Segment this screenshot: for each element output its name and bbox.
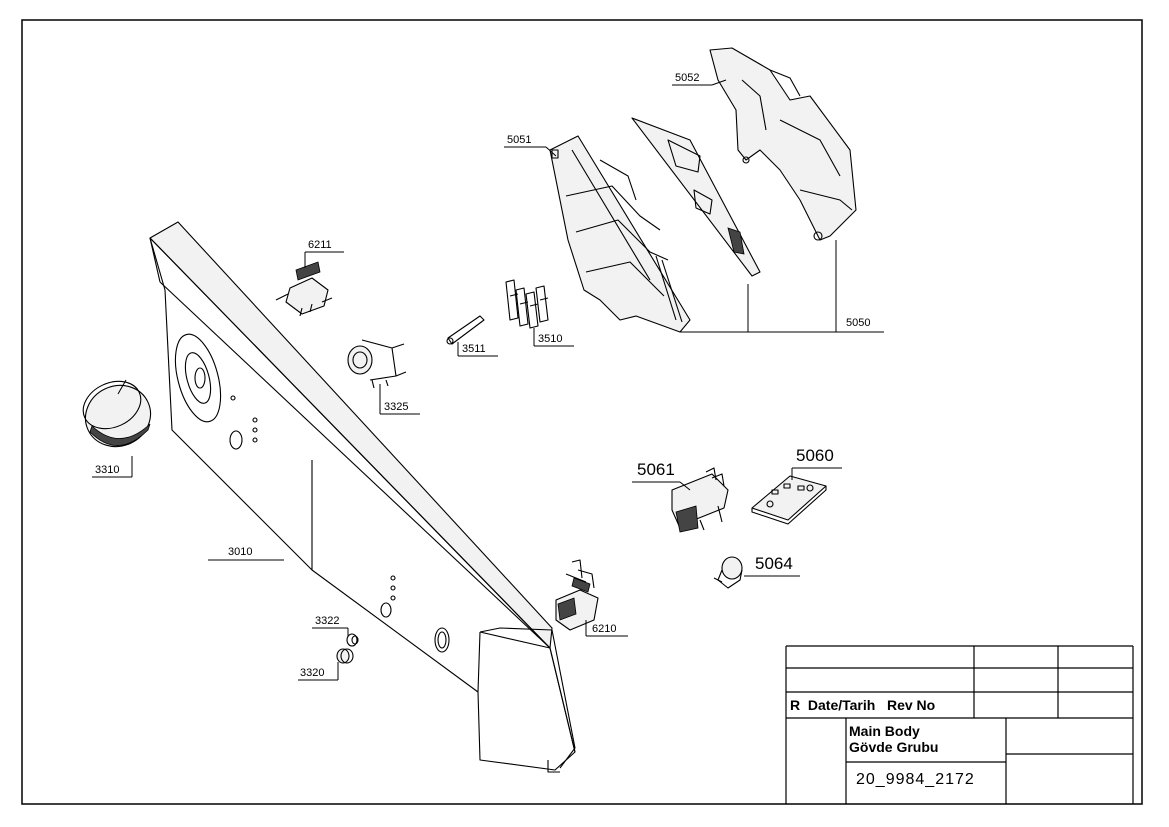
label-6211-text: 6211 [308,239,332,251]
label-6210-text: 6210 [592,623,616,635]
switch-5061 [671,467,729,533]
label-3510-text: 3510 [538,333,562,345]
label-3320: 3320 [298,662,339,681]
drawing-frame [21,19,1143,805]
label-5064: 5064 [744,554,800,577]
label-5050: 5050 [680,240,884,333]
label-3010-text: 3010 [228,546,252,558]
cap-3320 [336,648,354,664]
label-3511-text: 3511 [462,343,486,355]
label-3310: 3310 [92,456,133,478]
pcb-board-5050 [631,117,761,277]
label-6211: 6211 [304,239,344,268]
label-5061-text: 5061 [637,460,675,479]
board-5060 [751,475,827,525]
label-5051: 5051 [504,134,557,157]
title-line-1: Main Body [849,723,920,739]
revision-header: R Date/Tarih Rev No [790,697,935,713]
label-5052-text: 5052 [675,72,699,84]
label-6210: 6210 [585,620,628,637]
label-3322: 3322 [312,615,349,636]
title-line-2: Gövde Grubu [849,739,938,755]
label-5052: 5052 [672,72,727,86]
label-3010: 3010 [208,546,284,561]
spring-3322 [346,633,359,647]
control-knob [82,379,152,448]
label-5064-text: 5064 [755,554,793,573]
title-block: R Date/Tarih Rev No Main Body Gövde Grub… [785,645,1134,804]
label-5061: 5061 [632,460,691,491]
drawing-number: 20_9984_2172 [856,771,975,788]
frame-5051 [549,135,691,333]
label-3325: 3325 [379,384,420,415]
label-3322-text: 3322 [315,615,339,627]
lamp-5064 [713,556,743,589]
main-body-panel [149,221,576,773]
label-3320-text: 3320 [300,667,324,679]
label-3310-text: 3310 [95,464,119,476]
switch-6211 [275,261,333,317]
switch-6210 [555,559,599,631]
label-5060: 5060 [791,446,842,480]
label-5060-text: 5060 [796,446,834,465]
pin-3511 [446,315,485,345]
label-5051-text: 5051 [507,134,531,146]
label-3325-text: 3325 [384,401,408,413]
label-5050-text: 5050 [846,317,870,329]
pins-3510 [505,279,549,329]
label-3510: 3510 [533,328,574,347]
cover-5052 [709,47,857,241]
label-3511: 3511 [457,342,498,357]
button-3325 [347,339,407,389]
